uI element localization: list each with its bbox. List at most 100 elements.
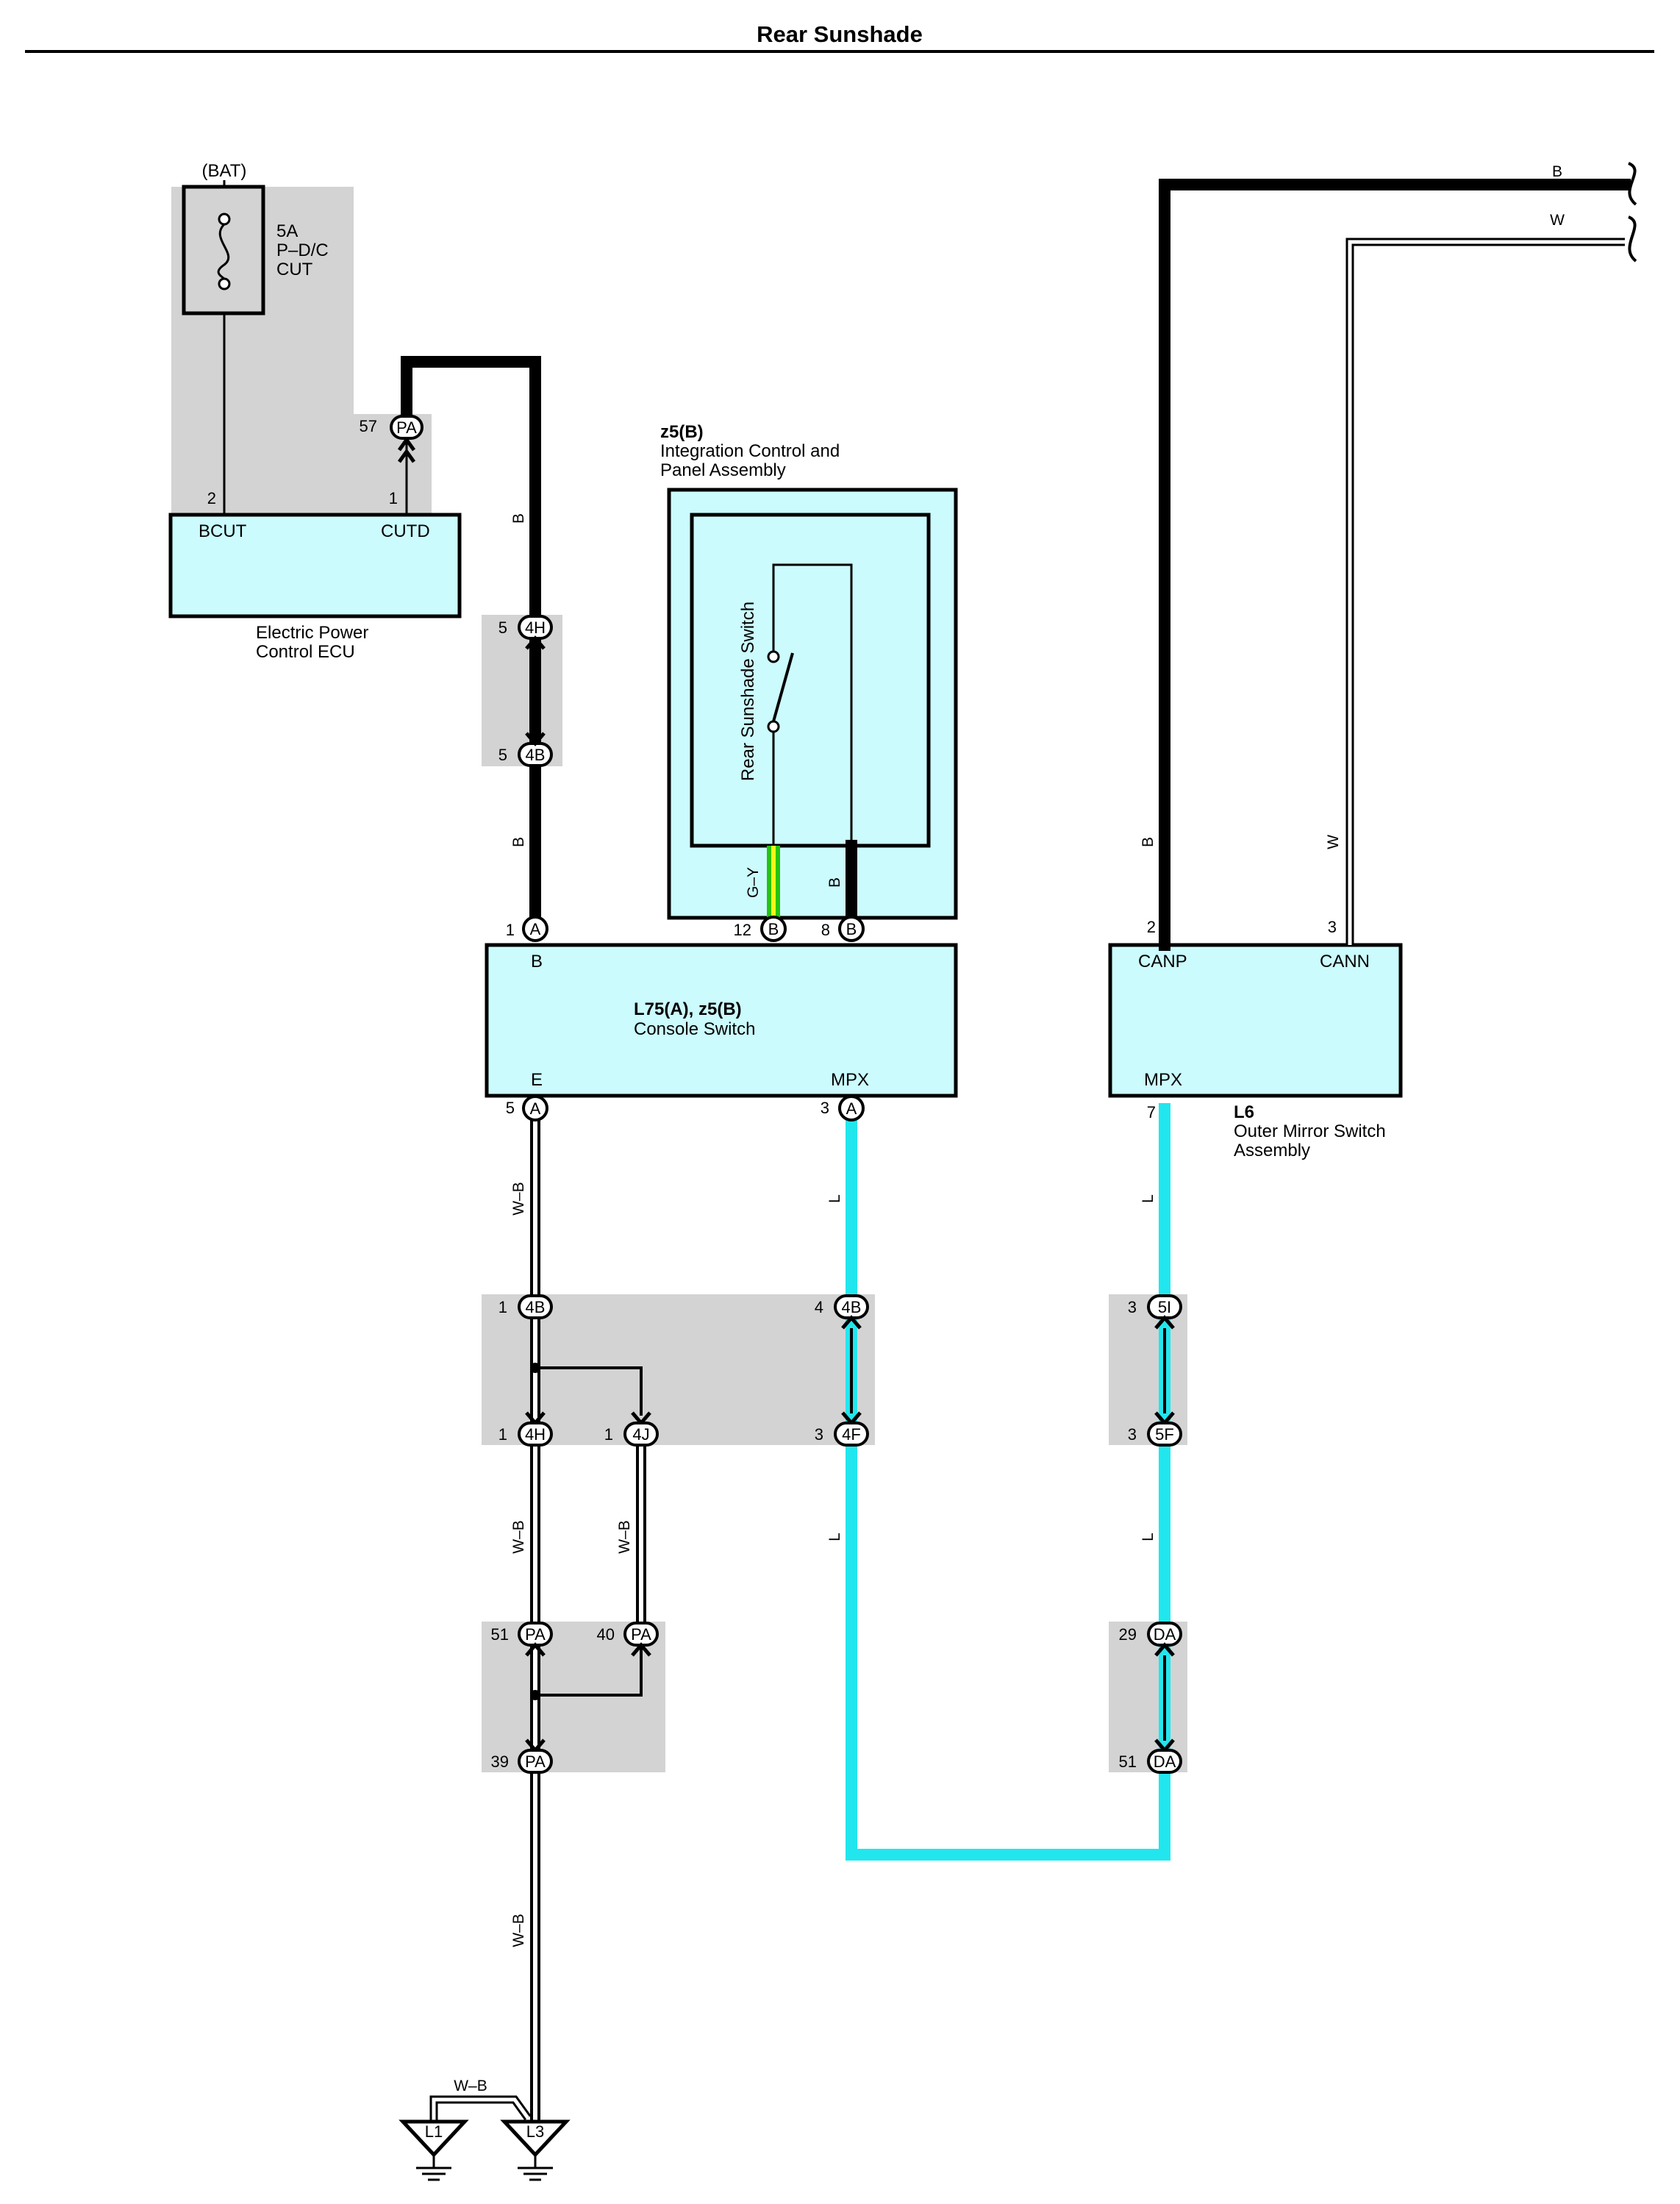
pin-cann: 3 xyxy=(1328,918,1337,936)
splice-wire-pa xyxy=(535,1647,643,1697)
junction-4h-4b xyxy=(482,615,562,766)
fuse-name-1: P–D/C xyxy=(276,240,329,260)
conn-4j-1-label: 4J xyxy=(632,1425,649,1444)
pin-4h-5: 5 xyxy=(498,618,507,637)
conn-da-29-label: DA xyxy=(1154,1625,1176,1644)
diagram-title: Rear Sunshade xyxy=(757,21,923,47)
mirror-code: L6 xyxy=(1234,1102,1254,1122)
wire-label-l-1: L xyxy=(826,1194,843,1203)
arrow-da-29-icon xyxy=(1154,1642,1175,1657)
conn-4b-1-label: 4B xyxy=(526,1298,546,1316)
splice-dot-2 xyxy=(530,1690,540,1700)
switch-contact-top xyxy=(767,650,780,663)
wire-label-b-3: B xyxy=(826,877,843,888)
ground-l3-triangle-icon xyxy=(500,2119,571,2158)
pin-canp: 2 xyxy=(1147,918,1156,936)
conn-b-12 xyxy=(760,916,787,942)
wire-label-b-1: B xyxy=(510,513,527,524)
junction-da xyxy=(1109,1622,1187,1772)
panel-name-1: Integration Control and xyxy=(660,441,840,461)
mirror-name-1: Outer Mirror Switch xyxy=(1234,1121,1386,1141)
ground-l1-label: L1 xyxy=(425,2122,443,2141)
switch-internal-wire xyxy=(772,563,853,846)
conn-a-5 xyxy=(522,1095,548,1121)
conn-4b-4-label: 4B xyxy=(842,1298,862,1316)
conn-4h-1-label: 4H xyxy=(525,1425,546,1444)
console-name: Console Switch xyxy=(634,1019,755,1039)
pin-5f-3: 3 xyxy=(1128,1425,1137,1444)
panel-box xyxy=(667,488,958,920)
conn-pa-39 xyxy=(518,1749,553,1774)
wire-wb-l1-inner xyxy=(432,2097,530,2122)
fuse-rating: 5A xyxy=(276,221,298,241)
conn-5i-3-label: 5I xyxy=(1158,1298,1171,1316)
switch-label: Rear Sunshade Switch xyxy=(738,602,758,781)
bat-label: (BAT) xyxy=(202,161,247,181)
wire-b-pa-console xyxy=(401,356,541,935)
conn-b-8-label: B xyxy=(846,920,857,938)
console-term-e: E xyxy=(531,1070,543,1090)
pin-da-51: 51 xyxy=(1119,1752,1137,1771)
switch-contact-bottom xyxy=(767,720,780,733)
pin-4b-1: 1 xyxy=(498,1298,507,1316)
term-bcut: BCUT xyxy=(199,521,247,541)
pin-4b-5: 5 xyxy=(498,746,507,764)
pin-5i-3: 3 xyxy=(1128,1298,1137,1316)
junction-pa xyxy=(482,1622,665,1772)
wire-label-b-4: B xyxy=(1140,837,1157,847)
conn-5f-3 xyxy=(1147,1422,1182,1447)
ground-l1-triangle-icon xyxy=(398,2119,469,2158)
panel-code: z5(B) xyxy=(660,422,704,442)
wire-label-w-2: W xyxy=(1550,212,1565,229)
wire-label-wb-1: W–B xyxy=(510,1182,527,1216)
conn-pa-57-label: PA xyxy=(396,418,417,437)
conn-a-3 xyxy=(838,1095,865,1121)
wire-label-gy: G–Y xyxy=(745,867,762,898)
console-term-mpx: MPX xyxy=(831,1070,869,1090)
pin-pa-40: 40 xyxy=(597,1625,615,1644)
console-code: L75(A), z5(B) xyxy=(634,999,742,1019)
ecu-name-2: Control ECU xyxy=(256,642,355,662)
switch-frame xyxy=(690,513,931,848)
pin-bcut: 2 xyxy=(207,489,216,507)
term-cann: CANN xyxy=(1320,952,1370,971)
mirror-box xyxy=(1108,943,1403,1098)
arrow-cutd-2-icon xyxy=(397,448,416,463)
conn-a-1 xyxy=(522,916,548,942)
console-box xyxy=(485,943,958,1098)
term-canp: CANP xyxy=(1138,952,1187,971)
term-cutd: CUTD xyxy=(381,521,430,541)
mirror-name-2: Assembly xyxy=(1234,1141,1310,1160)
arrow-4h-icon xyxy=(525,635,546,650)
switch-blade-icon xyxy=(772,652,794,722)
wire-label-wb-2: W–B xyxy=(510,1520,527,1554)
pin-console-12: 12 xyxy=(734,921,751,939)
ground-l3-label: L3 xyxy=(526,2122,544,2141)
conn-4f-3 xyxy=(834,1422,869,1447)
conn-da-51 xyxy=(1147,1749,1182,1774)
wire-w-cann-inner xyxy=(1348,240,1625,945)
conn-4b-1 xyxy=(518,1294,553,1319)
splice-wire-4j xyxy=(535,1366,643,1416)
pin-console-5: 5 xyxy=(506,1099,515,1117)
console-term-b: B xyxy=(531,952,543,971)
conn-a-5-label: A xyxy=(530,1099,541,1118)
fuse-terminal-bottom xyxy=(218,277,231,290)
pin-console-8: 8 xyxy=(821,921,830,939)
break-mark-b-icon xyxy=(1628,162,1637,206)
wire-label-wb-3: W–B xyxy=(510,1914,527,1947)
arrow-pa-40-icon xyxy=(631,1642,651,1657)
pin-4b-4: 4 xyxy=(815,1298,823,1316)
wire-label-l-4: L xyxy=(1140,1533,1157,1541)
wire-b-canp xyxy=(1159,179,1631,951)
pin-console-3: 3 xyxy=(821,1099,829,1117)
arrow-pa-51-icon xyxy=(525,1642,546,1657)
conn-4b-5-label: 4B xyxy=(526,746,546,764)
pin-da-29: 29 xyxy=(1119,1625,1137,1644)
conn-4j-1 xyxy=(623,1422,659,1447)
conn-pa-51-label: PA xyxy=(525,1625,546,1644)
wire-label-l-3: L xyxy=(1140,1194,1157,1203)
arrow-4b-icon xyxy=(525,732,546,746)
conn-4h-1 xyxy=(518,1422,553,1447)
wire-w-cann-outer xyxy=(1345,238,1625,945)
